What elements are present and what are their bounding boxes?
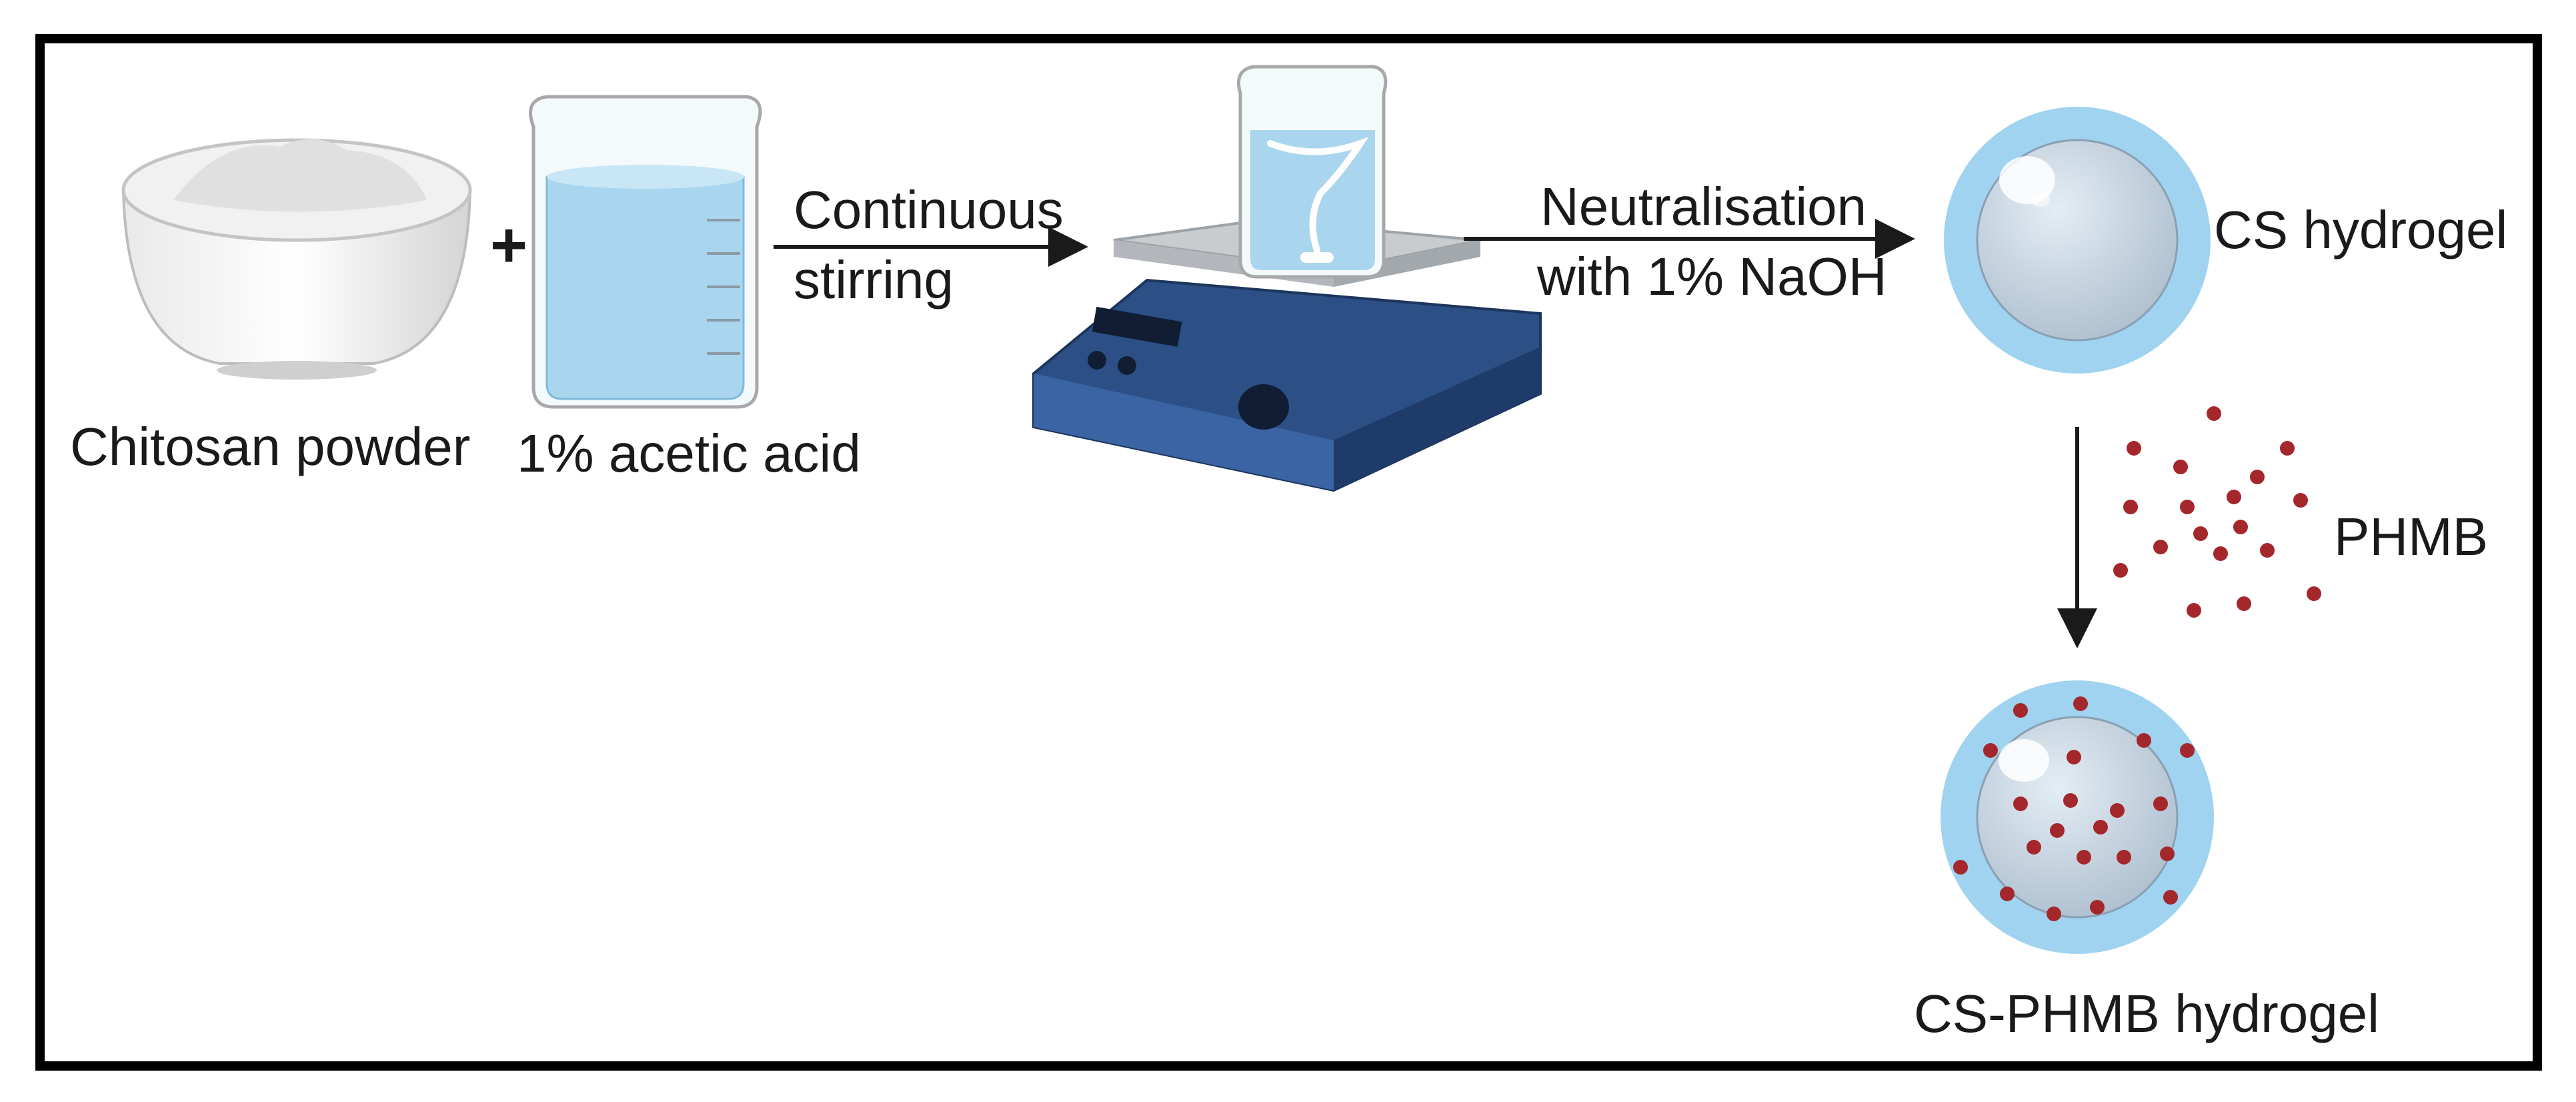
label-neutralisation-line2: with 1% NaOH — [1537, 247, 1887, 306]
particles-icon — [2113, 406, 2321, 618]
plus-sign: + — [490, 209, 528, 281]
label-cs-hydrogel: CS hydrogel — [2214, 200, 2508, 259]
label-stirring-line1: Continuous — [794, 180, 1064, 239]
label-phmb: PHMB — [2334, 507, 2489, 566]
label-neutralisation-line1: Neutralisation — [1540, 177, 1867, 236]
beaker-icon — [529, 95, 762, 409]
loaded-hydrogel-bead-icon — [1941, 680, 2214, 954]
hydrogel-bead-icon — [1944, 107, 2211, 374]
label-cs-phmb-hydrogel: CS-PHMB hydrogel — [1914, 984, 2380, 1043]
outer-frame — [35, 34, 2542, 1071]
label-stirring-line2: stirring — [794, 250, 954, 310]
magnetic-stirrer-icon — [1032, 65, 1542, 492]
bowl-icon — [121, 138, 472, 380]
label-chitosan-powder: Chitosan powder — [70, 417, 471, 476]
label-acetic-acid: 1% acetic acid — [517, 424, 861, 483]
